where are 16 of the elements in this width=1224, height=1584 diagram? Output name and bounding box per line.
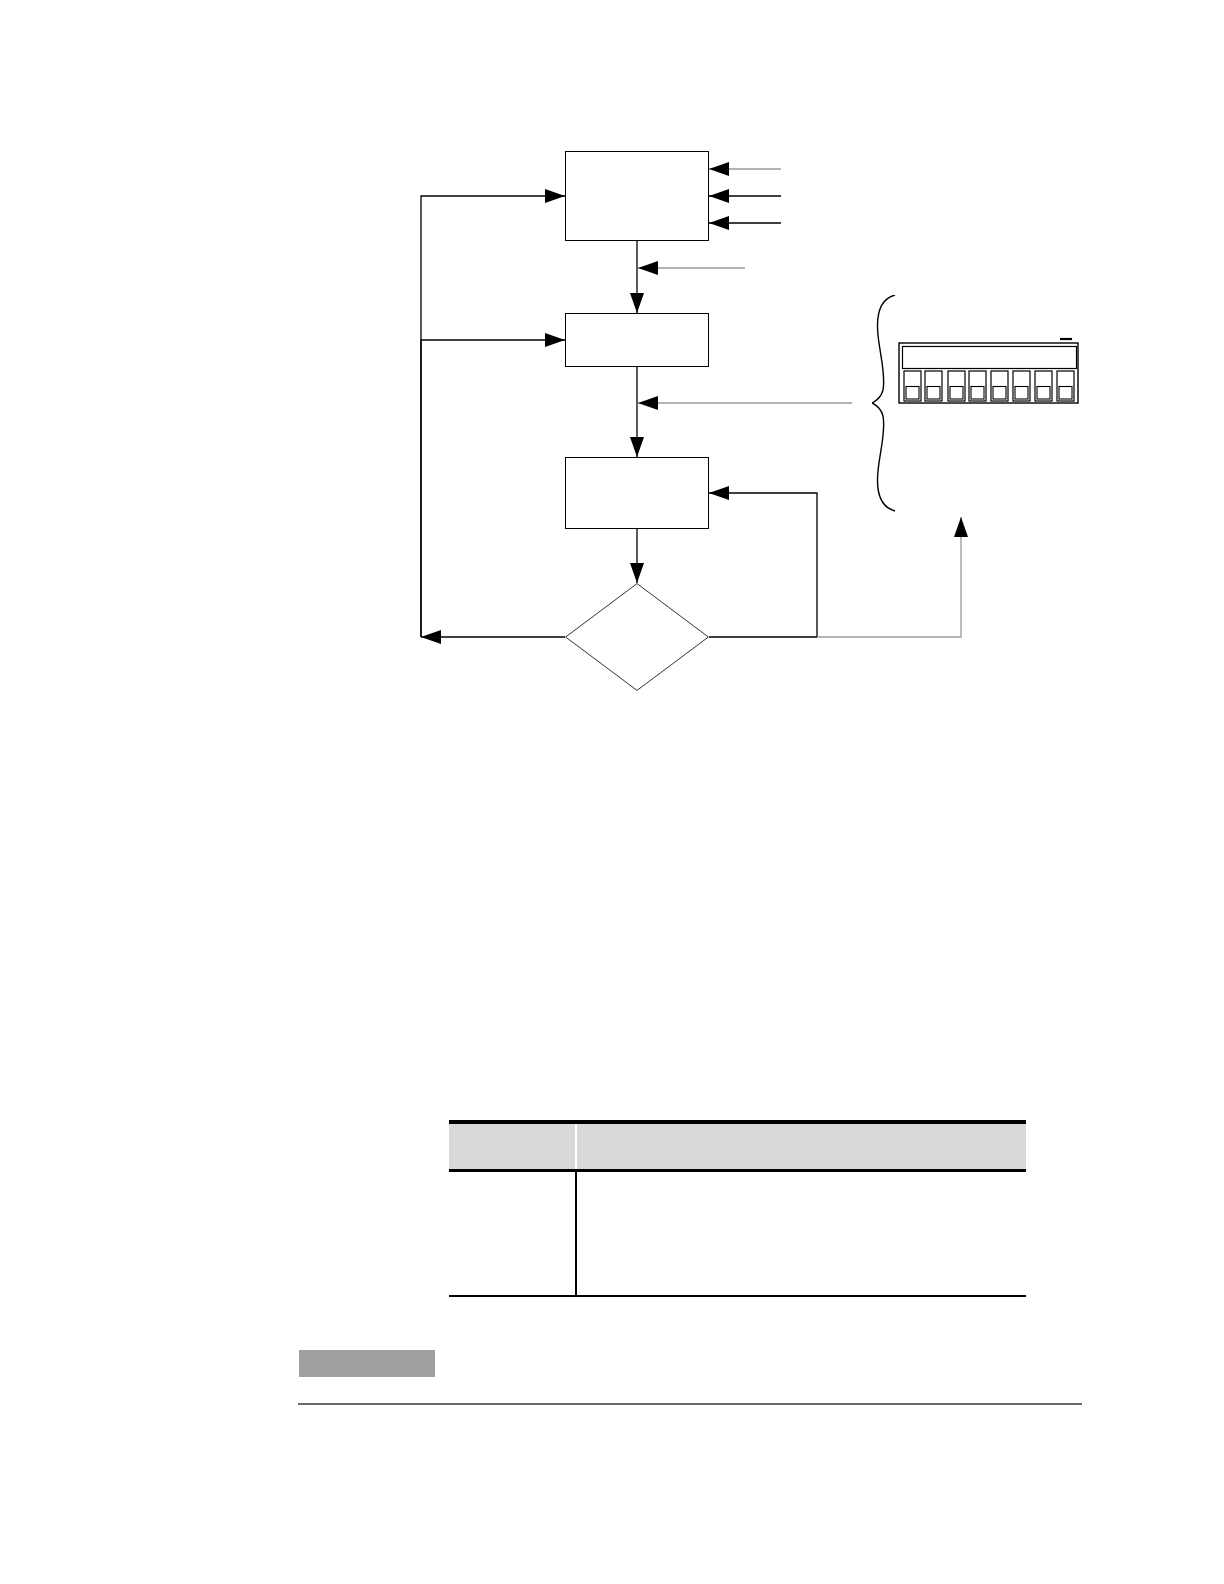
arrow [816, 516, 968, 638]
process-box [565, 457, 709, 529]
arrow [420, 630, 566, 644]
arrow [420, 333, 566, 638]
process-box [565, 151, 709, 241]
arrow [708, 162, 782, 176]
decision-diamond [565, 583, 709, 691]
connector-line [708, 636, 818, 638]
arrow [708, 486, 818, 638]
arrow [630, 528, 644, 584]
heading-bar [299, 1350, 435, 1377]
arrow [630, 366, 644, 458]
arrow [708, 216, 782, 230]
arrow [630, 240, 644, 314]
process-box [565, 313, 709, 367]
arrow [708, 189, 782, 203]
